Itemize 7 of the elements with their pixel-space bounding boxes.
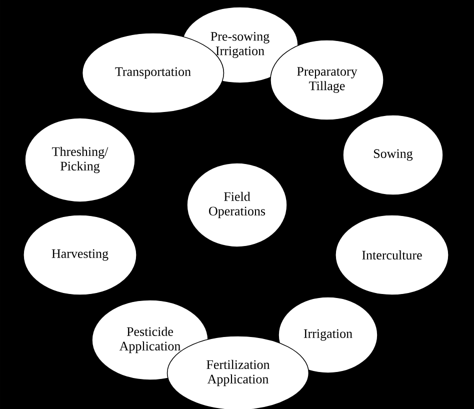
ellipse-node: Irrigation	[278, 296, 378, 374]
ellipse-node: Harvesting	[23, 214, 137, 296]
ellipse-node: Threshing/ Picking	[24, 118, 136, 202]
ellipse-node: Preparatory Tillage	[270, 40, 384, 120]
ellipse-node: Interculture	[335, 214, 449, 296]
ellipse-node: Sowing	[342, 114, 444, 196]
ellipse-node: Field Operations	[186, 162, 288, 248]
